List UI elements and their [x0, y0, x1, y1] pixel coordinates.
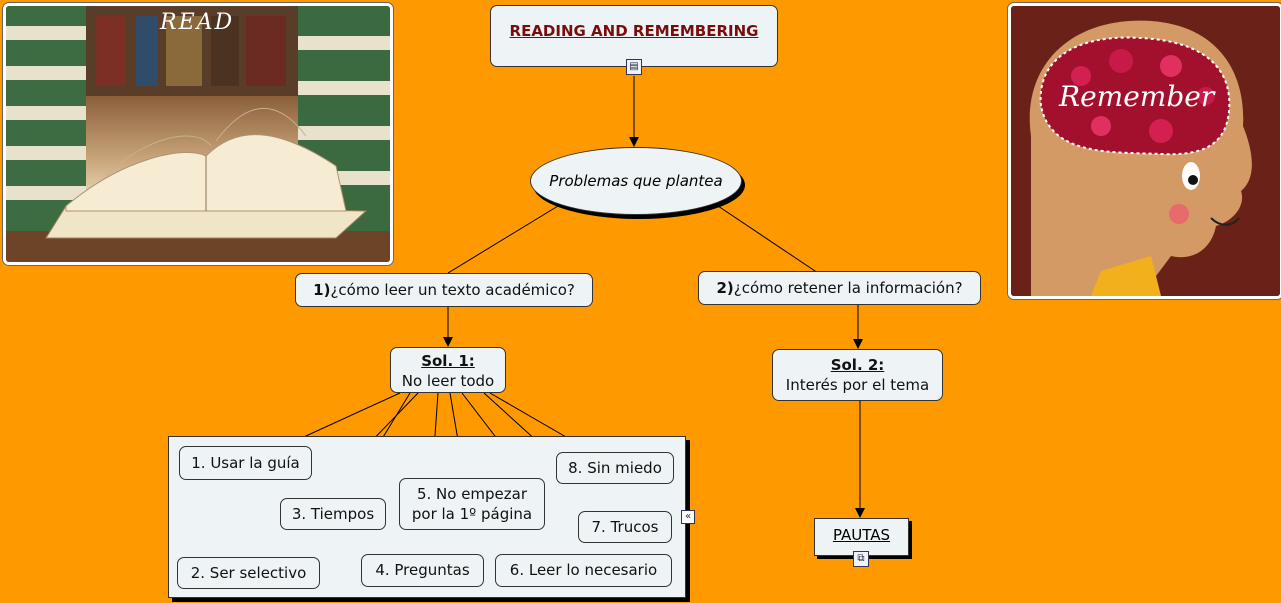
question-1-node[interactable]: 1)¿cómo leer un texto académico?: [295, 273, 593, 307]
document-icon[interactable]: ▤: [626, 59, 642, 75]
tip-6-label: 6. Leer lo necesario: [509, 561, 658, 579]
main-title[interactable]: READING AND REMEMBERING: [509, 22, 759, 40]
solution-2-text: Interés por el tema: [785, 376, 930, 394]
tip-2-label: 2. Ser selectivo: [190, 564, 307, 582]
tip-7-node[interactable]: 7. Trucos: [578, 511, 672, 543]
solution-1-node[interactable]: Sol. 1: No leer todo: [390, 347, 506, 393]
remember-caption: Remember: [1059, 80, 1215, 113]
remember-head-image: Remember: [1008, 3, 1281, 299]
tip-4-node[interactable]: 4. Preguntas: [361, 554, 484, 587]
tip-3-label: 3. Tiempos: [291, 505, 375, 523]
tip-5-line-2: por la 1º página: [411, 505, 533, 523]
link-problems-q2: [717, 205, 819, 274]
collapse-icon[interactable]: «: [681, 510, 695, 524]
problems-label: Problemas que plantea: [549, 172, 723, 190]
pautas-label: PAUTAS: [832, 526, 891, 544]
tip-8-label: 8. Sin miedo: [568, 459, 662, 477]
question-1-number: 1): [313, 281, 331, 299]
tip-1-node[interactable]: 1. Usar la guía: [179, 446, 312, 480]
question-1-text: ¿cómo leer un texto académico?: [330, 281, 575, 299]
tip-1-label: 1. Usar la guía: [191, 454, 300, 472]
problems-node[interactable]: Problemas que plantea: [530, 147, 742, 215]
solution-2-title: Sol. 2:: [830, 356, 885, 374]
solution-1-text: No leer todo: [401, 372, 495, 390]
tip-2-node[interactable]: 2. Ser selectivo: [177, 557, 320, 589]
link-problems-q1: [447, 205, 559, 274]
tip-5-node[interactable]: 5. No empezar por la 1º página: [399, 478, 545, 530]
books-illustration: [6, 6, 390, 262]
pautas-node[interactable]: PAUTAS: [814, 518, 909, 556]
tip-7-label: 7. Trucos: [591, 518, 659, 536]
read-books-image: READ: [3, 3, 393, 265]
read-caption: READ: [160, 10, 235, 35]
tip-4-label: 4. Preguntas: [375, 561, 470, 579]
question-2-text: ¿cómo retener la información?: [733, 279, 963, 297]
solution-2-node[interactable]: Sol. 2: Interés por el tema: [772, 349, 943, 401]
tip-5-line-1: 5. No empezar: [416, 485, 528, 503]
tip-3-node[interactable]: 3. Tiempos: [280, 498, 386, 530]
solution-1-title: Sol. 1:: [421, 352, 475, 370]
tip-6-node[interactable]: 6. Leer lo necesario: [495, 554, 672, 587]
question-2-node[interactable]: 2)¿cómo retener la información?: [698, 271, 981, 305]
head-illustration: [1011, 6, 1280, 296]
sitemap-icon[interactable]: ⧉: [853, 551, 869, 567]
tip-8-node[interactable]: 8. Sin miedo: [556, 452, 674, 484]
question-2-number: 2): [716, 279, 734, 297]
main-title-node[interactable]: READING AND REMEMBERING: [490, 5, 778, 67]
